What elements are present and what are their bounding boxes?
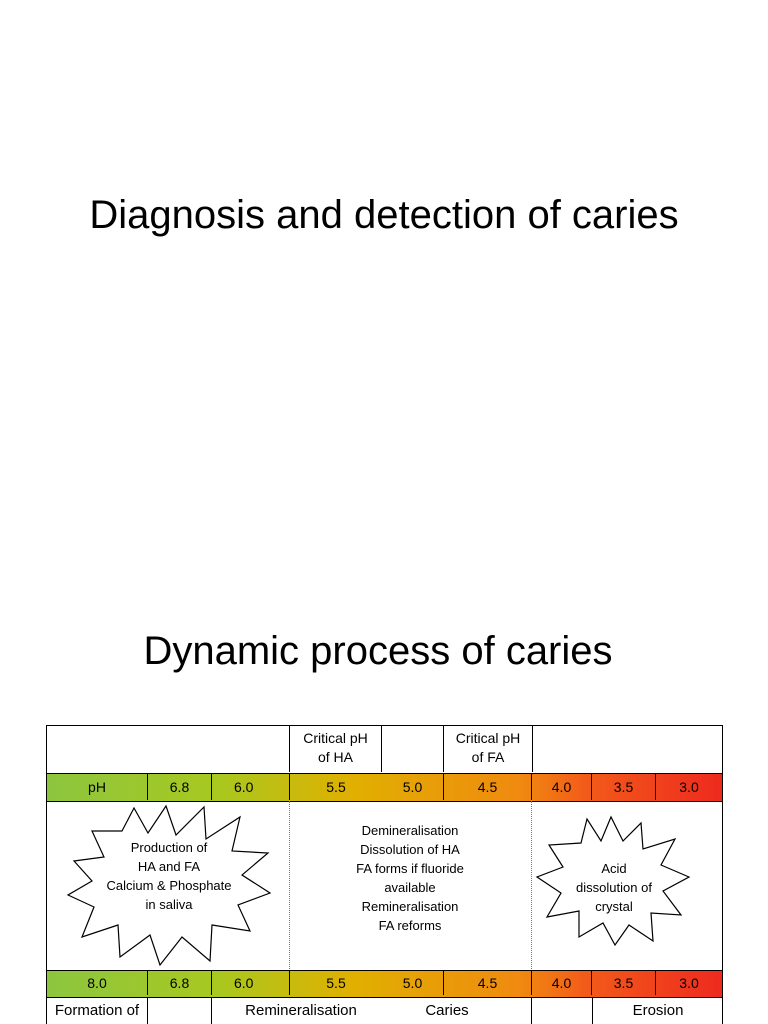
frame-right (722, 725, 723, 1024)
ph-cell: pH (47, 774, 148, 800)
middle-line: Dissolution of HA (360, 842, 460, 857)
ph-value: 5.5 (326, 975, 346, 991)
slide-title-text: Diagnosis and detection of caries (89, 193, 679, 237)
left-star-line: in saliva (145, 897, 193, 912)
middle-line: FA reforms (378, 918, 442, 933)
middle-line: available (384, 880, 436, 895)
remineralisation-label: Remineralisation (236, 1001, 366, 1021)
divider (147, 997, 148, 1024)
ph-cell: 4.5 (444, 774, 532, 800)
left-starburst-shape (66, 804, 272, 966)
critical-ph-fa-label: Critical pH of FA (444, 727, 532, 769)
ph-value: 4.0 (551, 975, 572, 991)
zone-divider (531, 801, 532, 969)
ph-scale-top: pH 6.8 6.0 5.5 5.0 4.5 4.0 3.5 3.0 (47, 773, 722, 802)
ph-cell: 6.0 (212, 971, 290, 995)
ph-cell: 5.0 (382, 774, 444, 800)
ph-cell: 3.5 (592, 774, 656, 800)
ph-value: 6.0 (234, 975, 254, 991)
ph-cell: 4.0 (532, 774, 592, 800)
ph-cell: 5.5 (290, 971, 382, 995)
ph-value: 6.8 (169, 779, 190, 795)
ph-cell: 3.0 (656, 971, 722, 995)
middle-line: Demineralisation (361, 823, 459, 838)
middle-line: Remineralisation (361, 899, 459, 914)
ph-value: 5.5 (326, 779, 346, 795)
ph-value: 4.0 (551, 779, 572, 795)
critical-ha-line2: of HA (317, 749, 353, 765)
divider (381, 725, 382, 772)
ph-cell: 4.5 (444, 971, 532, 995)
ph-value: 3.0 (679, 975, 699, 991)
left-star-line: Calcium & Phosphate (106, 878, 232, 893)
divider (211, 997, 212, 1024)
ph-value: 4.5 (477, 975, 498, 991)
left-star-line: Production of (130, 840, 208, 855)
zone-divider (289, 801, 290, 969)
critical-ph-ha-label: Critical pH of HA (290, 727, 381, 769)
slide-title: Diagnosis and detection of caries (0, 190, 768, 240)
critical-ha-line1: Critical pH (303, 730, 368, 746)
ph-scale-bottom: 8.0 6.8 6.0 5.5 5.0 4.5 4.0 3.5 3.0 (47, 970, 722, 998)
right-star-line: Acid (601, 861, 627, 876)
ph-value: 3.5 (613, 779, 634, 795)
caries-text: Caries (425, 1002, 469, 1019)
ph-cell: 6.0 (212, 774, 290, 800)
ph-value: 5.0 (402, 779, 423, 795)
middle-line: FA forms if fluoride (356, 861, 464, 876)
middle-process-text: Demineralisation Dissolution of HA FA fo… (308, 821, 512, 935)
left-star-line: HA and FA (137, 859, 201, 874)
caries-label: Caries (412, 1001, 482, 1021)
erosion-label: Erosion (621, 1001, 695, 1021)
critical-fa-line1: Critical pH (455, 730, 521, 746)
ph-cell: 8.0 (47, 971, 148, 995)
divider (443, 725, 444, 772)
ph-cell: 6.8 (148, 971, 212, 995)
caries-ph-diagram: Critical pH of HA Critical pH of FA pH 6… (46, 725, 723, 1024)
remineralisation-text: Remineralisation (245, 1002, 357, 1019)
ph-value: 6.8 (169, 975, 190, 991)
ph-value: 5.0 (402, 975, 423, 991)
left-starburst-text: Production of HA and FA Calcium & Phosph… (92, 838, 246, 914)
divider (531, 997, 532, 1024)
frame-left (46, 725, 47, 1024)
critical-fa-line2: of FA (471, 749, 505, 765)
frame-top (46, 725, 723, 726)
ph-cell: 4.0 (532, 971, 592, 995)
ph-cell: 6.8 (148, 774, 212, 800)
ph-value: 6.0 (234, 779, 254, 795)
slide-subtitle: Dynamic process of caries (0, 626, 762, 676)
erosion-text: Erosion (632, 1002, 684, 1019)
right-starburst-shape (535, 815, 691, 947)
divider (532, 725, 533, 772)
formation-text: Formation of (54, 1002, 140, 1019)
right-star-line: crystal (595, 899, 633, 914)
ph-cell: 5.5 (290, 774, 382, 800)
ph-cell: 3.5 (592, 971, 656, 995)
ph-value: pH (88, 779, 106, 795)
right-star-line: dissolution of (576, 880, 652, 895)
formation-label: Formation of (48, 1001, 146, 1021)
ph-value: 4.5 (477, 779, 498, 795)
slide-subtitle-text: Dynamic process of caries (143, 629, 613, 673)
ph-value: 3.5 (613, 975, 634, 991)
right-starburst-text: Acid dissolution of crystal (562, 859, 666, 916)
ph-value: 3.0 (679, 779, 699, 795)
ph-value: 8.0 (87, 975, 107, 991)
ph-cell: 3.0 (656, 774, 722, 800)
ph-cell: 5.0 (382, 971, 444, 995)
divider (289, 725, 290, 772)
divider (592, 997, 593, 1024)
